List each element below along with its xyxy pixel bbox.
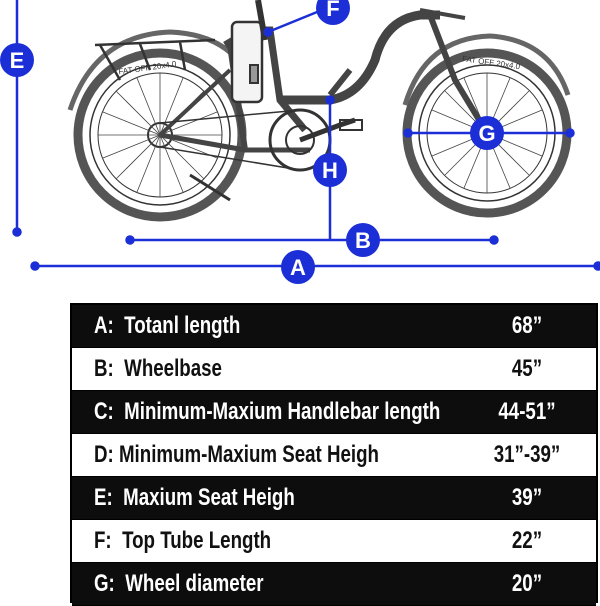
spec-value: 68”: [492, 312, 562, 340]
spec-label: G: Wheel diameter: [94, 570, 264, 598]
spec-label: A: Totanl length: [94, 312, 240, 340]
svg-text:A: A: [290, 255, 306, 280]
bike-illustration: FAT OFF 20x4.0 FAT OFF 20x4.0: [70, 0, 568, 217]
battery: [232, 22, 262, 102]
spec-value: 20”: [492, 570, 562, 598]
spec-table: A: Totanl length 68” B: Wheelbase 45” C:…: [70, 303, 598, 603]
spec-row: D: Minimum-Maxium Seat Heigh 31”-39”: [72, 434, 596, 477]
spec-row: A: Totanl length 68”: [72, 305, 596, 348]
spec-label: D: Minimum-Maxium Seat Heigh: [94, 441, 379, 469]
spec-row: E: Maxium Seat Heigh 39”: [72, 477, 596, 520]
battery-indicator: [250, 65, 258, 83]
marker-h: H: [313, 153, 347, 187]
spec-row: F: Top Tube Length 22”: [72, 520, 596, 563]
marker-e: E: [0, 43, 34, 77]
svg-text:B: B: [355, 228, 371, 253]
spec-row: C: Minimum-Maxium Handlebar length 44-51…: [72, 391, 596, 434]
spec-value: 45”: [492, 355, 562, 383]
spec-label: F: Top Tube Length: [94, 527, 271, 555]
marker-g: G: [470, 116, 504, 150]
bike-dimension-diagram: FAT OFF 20x4.0 FAT OFF 20x4.0 E F: [0, 0, 600, 300]
marker-a: A: [281, 250, 315, 284]
marker-f: F: [316, 0, 350, 25]
spec-label: E: Maxium Seat Heigh: [94, 484, 295, 512]
marker-b: B: [346, 223, 380, 257]
spec-value: 44-51”: [492, 398, 562, 426]
spec-row: B: Wheelbase 45”: [72, 348, 596, 391]
spec-value: 39”: [492, 484, 562, 512]
svg-text:G: G: [478, 121, 495, 146]
spec-label: B: Wheelbase: [94, 355, 222, 383]
spec-value: 22”: [492, 527, 562, 555]
svg-text:E: E: [10, 48, 25, 73]
svg-text:H: H: [322, 158, 338, 183]
spec-label: C: Minimum-Maxium Handlebar length: [94, 398, 440, 426]
spec-value: 31”-39”: [492, 441, 562, 469]
svg-text:F: F: [326, 0, 339, 21]
dim-line-f: [268, 10, 322, 32]
